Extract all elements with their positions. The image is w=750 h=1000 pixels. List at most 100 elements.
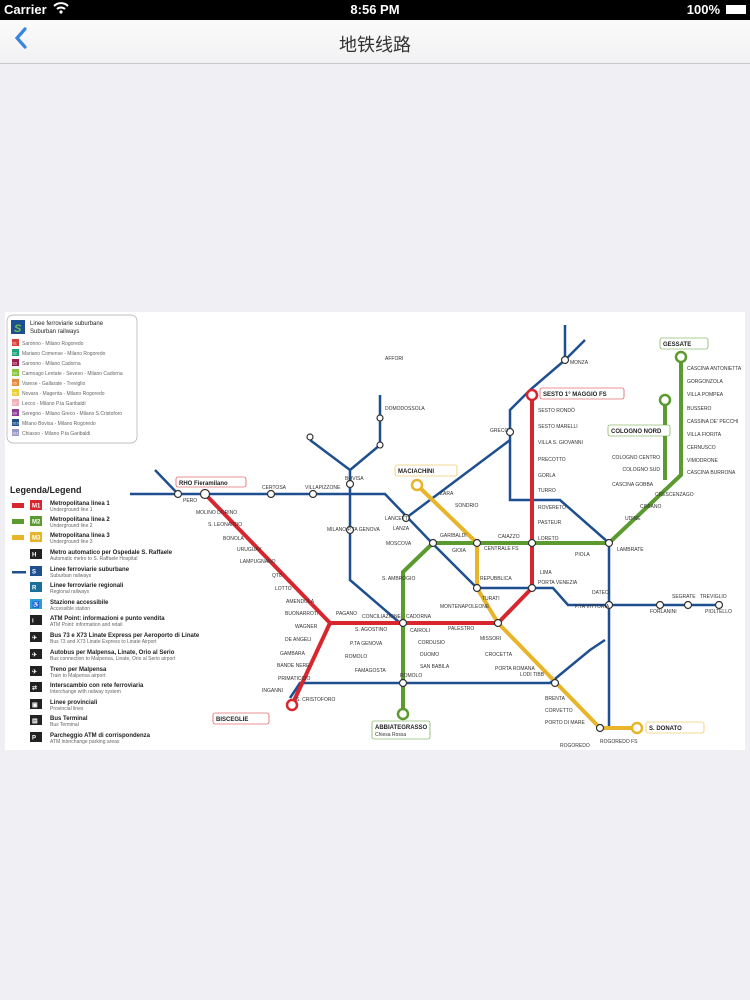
line-swatch xyxy=(12,535,24,540)
legend-item-label: Metro automatico per Ospedale S. Raffael… xyxy=(50,550,173,556)
station-label: CIMIANO xyxy=(640,504,662,510)
legend-badge xyxy=(30,699,42,709)
legend-item-label: Parcheggio ATM di corrispondenza xyxy=(50,733,151,739)
station-label: QT8 xyxy=(272,573,282,579)
station-label: BANDE NERE xyxy=(277,663,310,669)
legend-badge xyxy=(30,682,42,692)
legend-item-label: Bus 73 e X73 Linate Express per Aeroport… xyxy=(50,633,200,639)
station-label: SESTO MARELLI xyxy=(538,424,578,430)
legend-item-label: Interscambio con rete ferroviaria xyxy=(50,683,144,689)
legend-badge-text: M2 xyxy=(32,520,41,526)
suburban-badge-s3 xyxy=(12,359,19,366)
station-label: CAIAZZO xyxy=(498,534,520,540)
station-label: CONCILIAZIONE xyxy=(362,614,402,620)
station-label: ROMOLO xyxy=(345,654,367,660)
station-label: CERNUSCO xyxy=(687,445,716,451)
legend-item-sub: Regional railways xyxy=(50,589,90,595)
suburban-code: S4 xyxy=(13,372,17,376)
station-label: GIOIA xyxy=(452,548,467,554)
station-label: DATEO xyxy=(592,590,609,596)
station-label: LIMA xyxy=(540,570,552,576)
legend-item-label: ATM Point: informazioni e punto vendita xyxy=(50,616,165,622)
label-abbiategrasso-sub: Chiesa Rossa xyxy=(375,732,406,738)
station-label: VILLA POMPEA xyxy=(687,392,724,398)
station-label: LOTTO xyxy=(275,586,292,592)
suburban-code: S9 xyxy=(13,412,17,416)
legend-item-sub: Underground line 1 xyxy=(50,507,93,513)
legend-badge xyxy=(30,666,42,676)
legend-item-sub: Suburban railways xyxy=(50,573,92,579)
station-label: MILANO P.TA GENOVA xyxy=(327,527,380,533)
station-label: BUSSERO xyxy=(687,406,712,412)
station-label: CERTOSA xyxy=(262,485,287,491)
station-label: CRESCENZAGO xyxy=(655,492,694,498)
station-label: ZARA xyxy=(440,491,454,497)
station-label: S. AGOSTINO xyxy=(355,627,387,633)
station-label: UDINE xyxy=(625,516,641,522)
station-label: BRENTA xyxy=(545,696,566,702)
station-label: MISSORI xyxy=(480,636,501,642)
legend-badge-text: ✈ xyxy=(32,652,37,659)
station-label: AMENDOLA xyxy=(286,599,315,605)
station-label: FORLANINI xyxy=(650,609,677,615)
suburban-code: S10 xyxy=(13,422,19,426)
suburban-code: S6 xyxy=(13,392,17,396)
legend-badge-text: M3 xyxy=(32,536,41,542)
battery-icon xyxy=(726,5,746,14)
legend-item-label: Linee ferroviarie suburbane xyxy=(50,567,130,573)
terminal-stations xyxy=(285,350,688,735)
station-label: WAGNER xyxy=(295,624,318,630)
station-label: CAIROLI xyxy=(410,628,430,634)
suburban-item-label: Lecco - Milano P.ta Garibaldi xyxy=(22,401,86,407)
suburban-badge-s2 xyxy=(12,349,19,356)
legend-badge xyxy=(30,732,42,742)
legend-item-label: Linee provinciali xyxy=(50,700,98,706)
station-label: LANCETTI xyxy=(385,516,409,522)
legend-item-label: Stazione accessibile xyxy=(50,600,109,606)
legend-title: Legenda/Legend xyxy=(10,485,82,495)
suburban-item-label: Varese - Gallarate - Treviglio xyxy=(22,381,85,387)
bovisa-south-branch xyxy=(348,494,401,624)
station-label: MONTENAPOLEONE xyxy=(440,604,490,610)
legend-badge xyxy=(30,649,42,659)
legend-badge-text: ⇄ xyxy=(32,684,37,692)
m1-line xyxy=(203,395,534,706)
svg-text:S: S xyxy=(14,323,22,335)
station-label: VILLAPIZZONE xyxy=(305,485,341,491)
station-label: AFFORI xyxy=(385,356,403,362)
monza-branch xyxy=(529,325,586,391)
legend-item-label: Linee ferroviarie regionali xyxy=(50,583,124,589)
legend-item-sub: Train to Malpensa airport xyxy=(50,673,106,679)
suburban-badge-s7 xyxy=(12,399,19,406)
suburban-code: S7 xyxy=(13,402,17,406)
legend-item-label: Autobus per Malpensa, Linate, Orio al Se… xyxy=(50,650,175,656)
station-label: BONOLA xyxy=(223,536,245,542)
interchange-stations xyxy=(173,355,724,733)
station-label: CORDUSIO xyxy=(418,640,445,646)
label-sesto: SESTO 1° MAGGIO FS xyxy=(543,392,607,398)
navigation-bar: 地铁线路 xyxy=(0,20,750,64)
station-label: COLOGNO CENTRO xyxy=(612,455,660,461)
legend-badge xyxy=(30,599,42,609)
legend-badge xyxy=(30,532,42,542)
suburban-code: S1 xyxy=(13,342,17,346)
station-label: CENTRALE FS xyxy=(484,546,519,552)
station-label: GRECO xyxy=(490,428,508,434)
station-label: PORTA VENEZIA xyxy=(538,580,578,586)
legend-item-sub: Bus Terminal xyxy=(50,722,79,728)
metro-map-image[interactable]: S Linee ferroviarie suburbane Suburban r… xyxy=(5,312,745,750)
status-bar: Carrier 8:56 PM 100% xyxy=(0,0,750,20)
suburban-item-label: Saronno - Milano Cadorna xyxy=(22,361,81,367)
m3-line xyxy=(415,483,637,730)
legend-badge-text: ✈ xyxy=(32,635,37,642)
line-swatch xyxy=(12,571,26,574)
suburban-badge-s5 xyxy=(12,379,19,386)
label-bisceglie: BISCEGLIE xyxy=(216,717,248,723)
back-button[interactable] xyxy=(14,26,28,57)
station-label: CASCINA ANTONIETTA xyxy=(687,366,742,372)
station-label: ROMOLO xyxy=(400,673,422,679)
suburban-lines xyxy=(130,325,720,728)
station-label: PERO xyxy=(183,498,197,504)
